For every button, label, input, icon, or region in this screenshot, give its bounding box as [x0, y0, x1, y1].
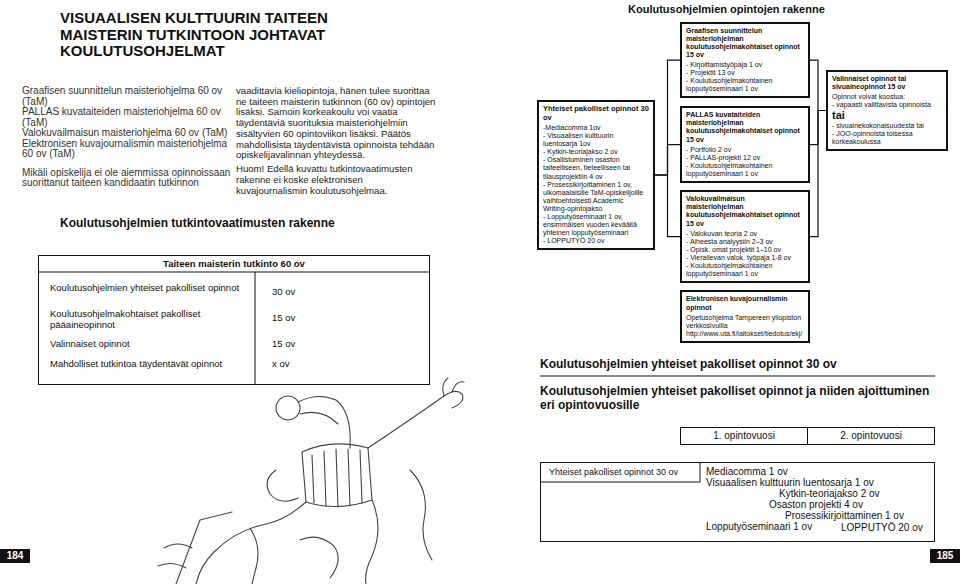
common-studies-box: Yhteiset pakolliset opinnot 30 ov -Mediac… [537, 100, 655, 250]
table-cell: Koulutusohjelmien yhteiset pakolliset op… [50, 283, 240, 294]
section-heading: Koulutusohjelmien yhteiset pakolliset op… [540, 385, 935, 413]
connector-line [810, 60, 826, 110]
box-text: Mediacomma 1 ov [706, 466, 788, 478]
intro-text: Valokuvailmaisun maisteriohjelma 60 ov (… [22, 128, 232, 139]
intro-text: Elektronisen kuvajournalismin maisterioh… [22, 139, 232, 160]
intro-text: Mikäli opiskelija ei ole aiemmissa opinn… [22, 168, 232, 189]
table-box: Taiteen maisterin tutkinto 60 ov [38, 255, 430, 385]
box-text: Lopputyöseminaari 1 ov [706, 521, 812, 533]
programme-box: Elektronisen kuvajournalismin opinnotOpe… [680, 290, 810, 342]
intro-text: PALLAS kuvataiteiden maisteriohjelma 60 … [22, 107, 232, 128]
page-number: 185 [930, 549, 960, 563]
body-text: vaadittavia kieliopintoja, hänen tulee s… [236, 86, 436, 161]
box-text: - LOPPUTYÖ 20 ov [543, 237, 649, 245]
box-text: - Opisk. omat projektit 1–10 ov [686, 246, 804, 254]
section-heading: Koulutusohjelmien yhteiset pakolliset op… [540, 358, 935, 372]
box-text: - PALLAS-projekti 12 ov [686, 154, 804, 162]
box-text: - Vierailevan valok. työpaja 1-8 ov [686, 254, 804, 262]
table-cell: 15 ov [272, 339, 352, 350]
box-heading: Graafisen suunnittelun maisteriohjelman … [686, 27, 804, 59]
box-text: Opetusohjelma Tampereen yliopiston verkk… [686, 314, 804, 330]
box-heading: 1. opintovuosi [681, 428, 807, 444]
box-heading: Yhteiset pakolliset opinnot 30 ov [549, 467, 701, 477]
page-heading: Koulutusohjelmien opintojen rakenne [628, 3, 948, 16]
box-text: - Osallistuminen osaston taiteelliseen, … [543, 156, 649, 180]
box-heading: PALLAS kuvataiteiden maisteriohjelman ko… [686, 111, 804, 143]
box-text: http://www.uta.fi/laitokset/tiedotus/ekj… [686, 330, 804, 338]
cell-divider [700, 462, 701, 482]
table-cell: 15 ov [272, 313, 352, 324]
page-title: VISUAALISEN KULTTUURIN TAITEEN MAISTERIN… [60, 10, 410, 60]
box-text: Osaston projekti 4 ov [769, 499, 863, 511]
table-cell: x ov [272, 359, 352, 370]
electives-box: Valinnaiset opinnot tai sivuaineopinnot … [826, 70, 948, 151]
box-text: Kytkin-teoriajakso 2 ov [779, 488, 880, 500]
box-text: - Koulutusohjelmakohtainen lopputyösemin… [686, 77, 804, 93]
box-heading: Elektronisen kuvajournalismin opinnot [686, 295, 804, 311]
box-text: - JOO-opinnoista toisessa korkeakoulussa [832, 130, 942, 146]
table-cell: Mahdolliset tutkintoa täydentävät opinno… [50, 359, 240, 370]
table-divider [255, 272, 256, 385]
box-text: - sivuainekokonaisuudesta tai [832, 122, 942, 130]
box-text: - Portfolio 2 ov [686, 146, 804, 154]
box-text: tai [832, 109, 942, 122]
connector-line [810, 110, 826, 236]
intro-text: Graafisen suunnittelun maisteriohjelma 6… [22, 86, 232, 107]
box-text: - Kirjoittamistyöpaja 1 ov [686, 61, 804, 69]
connector-line [655, 175, 680, 237]
body-text: Huom! Edellä kuvattu tutkintovaatimusten… [236, 164, 436, 196]
box-text: Prosessikirjoittaminen 1 ov [785, 510, 904, 522]
box-heading: Yhteiset pakolliset opinnot 30 ov [543, 105, 649, 122]
box-text: LOPPUTYÖ 20 ov [841, 522, 923, 534]
timeline-box: Yhteiset pakolliset opinnot 30 ov Mediaco… [540, 462, 935, 542]
table-cell: 30 ov [272, 287, 352, 298]
year-header-box: 1. opintovuosi2. opintovuosi [680, 427, 935, 445]
box-text: - Valokuvan teoria 2 ov [686, 230, 804, 238]
heading-underline [540, 375, 935, 376]
box-heading: Taiteen maisterin tutkinto 60 ov [43, 259, 425, 270]
box-heading: Valokuvailmaisun maisteriohjelman koulut… [686, 195, 804, 227]
section-heading: Koulutusohjelmien tutkintovaatimusten ra… [60, 217, 360, 231]
box-text: Opinnot voivat koostua: [832, 93, 942, 101]
cell-rule [540, 482, 700, 483]
box-text: - Lopputyöseminaari 1 ov, ensimmäisen vu… [543, 213, 649, 237]
box-text: Visuaalisen kulttuurin luentosarja 1 ov [706, 477, 874, 489]
box-text: - Koulutusohjelmakohtainen lopputyösemin… [686, 162, 804, 178]
table-cell: Koulutusohjelmakohtaiset pakolliset pääa… [50, 309, 240, 331]
table-rule [38, 272, 430, 273]
page-number: 184 [0, 549, 30, 563]
box-text: - Aiheesta analyysiin 2–3 ov [686, 238, 804, 246]
connector-line [655, 60, 680, 175]
box-text: - Prosessikirjoittaminen 1 ov, ulkomaala… [543, 181, 649, 213]
table-cell: Valinnaiset opinnot [50, 339, 240, 350]
box-text: - Projektit 13 ov [686, 69, 804, 77]
box-text: - Koulutusohjelmakohtainen lopputyösemin… [686, 262, 804, 278]
box-text: - vapaasti valittavista opinnoista [832, 101, 942, 109]
programme-box: Graafisen suunnittelun maisteriohjelman … [680, 22, 810, 98]
box-text: - Visuaalisen kulttuurin luentosarja 1ov [543, 132, 649, 148]
connector-line [655, 145, 680, 175]
programme-box: Valokuvailmaisun maisteriohjelman koulut… [680, 190, 810, 282]
box-text: -Mediacomma 1ov [543, 124, 649, 132]
box-text: - Kytkin-teoriajakso 2 ov [543, 148, 649, 156]
programme-box: PALLAS kuvataiteiden maisteriohjelman ko… [680, 106, 810, 182]
sketch-illustration [158, 378, 464, 584]
box-heading: Valinnaiset opinnot tai sivuaineopinnot … [832, 75, 942, 91]
box-text: 2. opintovuosi [807, 428, 934, 444]
